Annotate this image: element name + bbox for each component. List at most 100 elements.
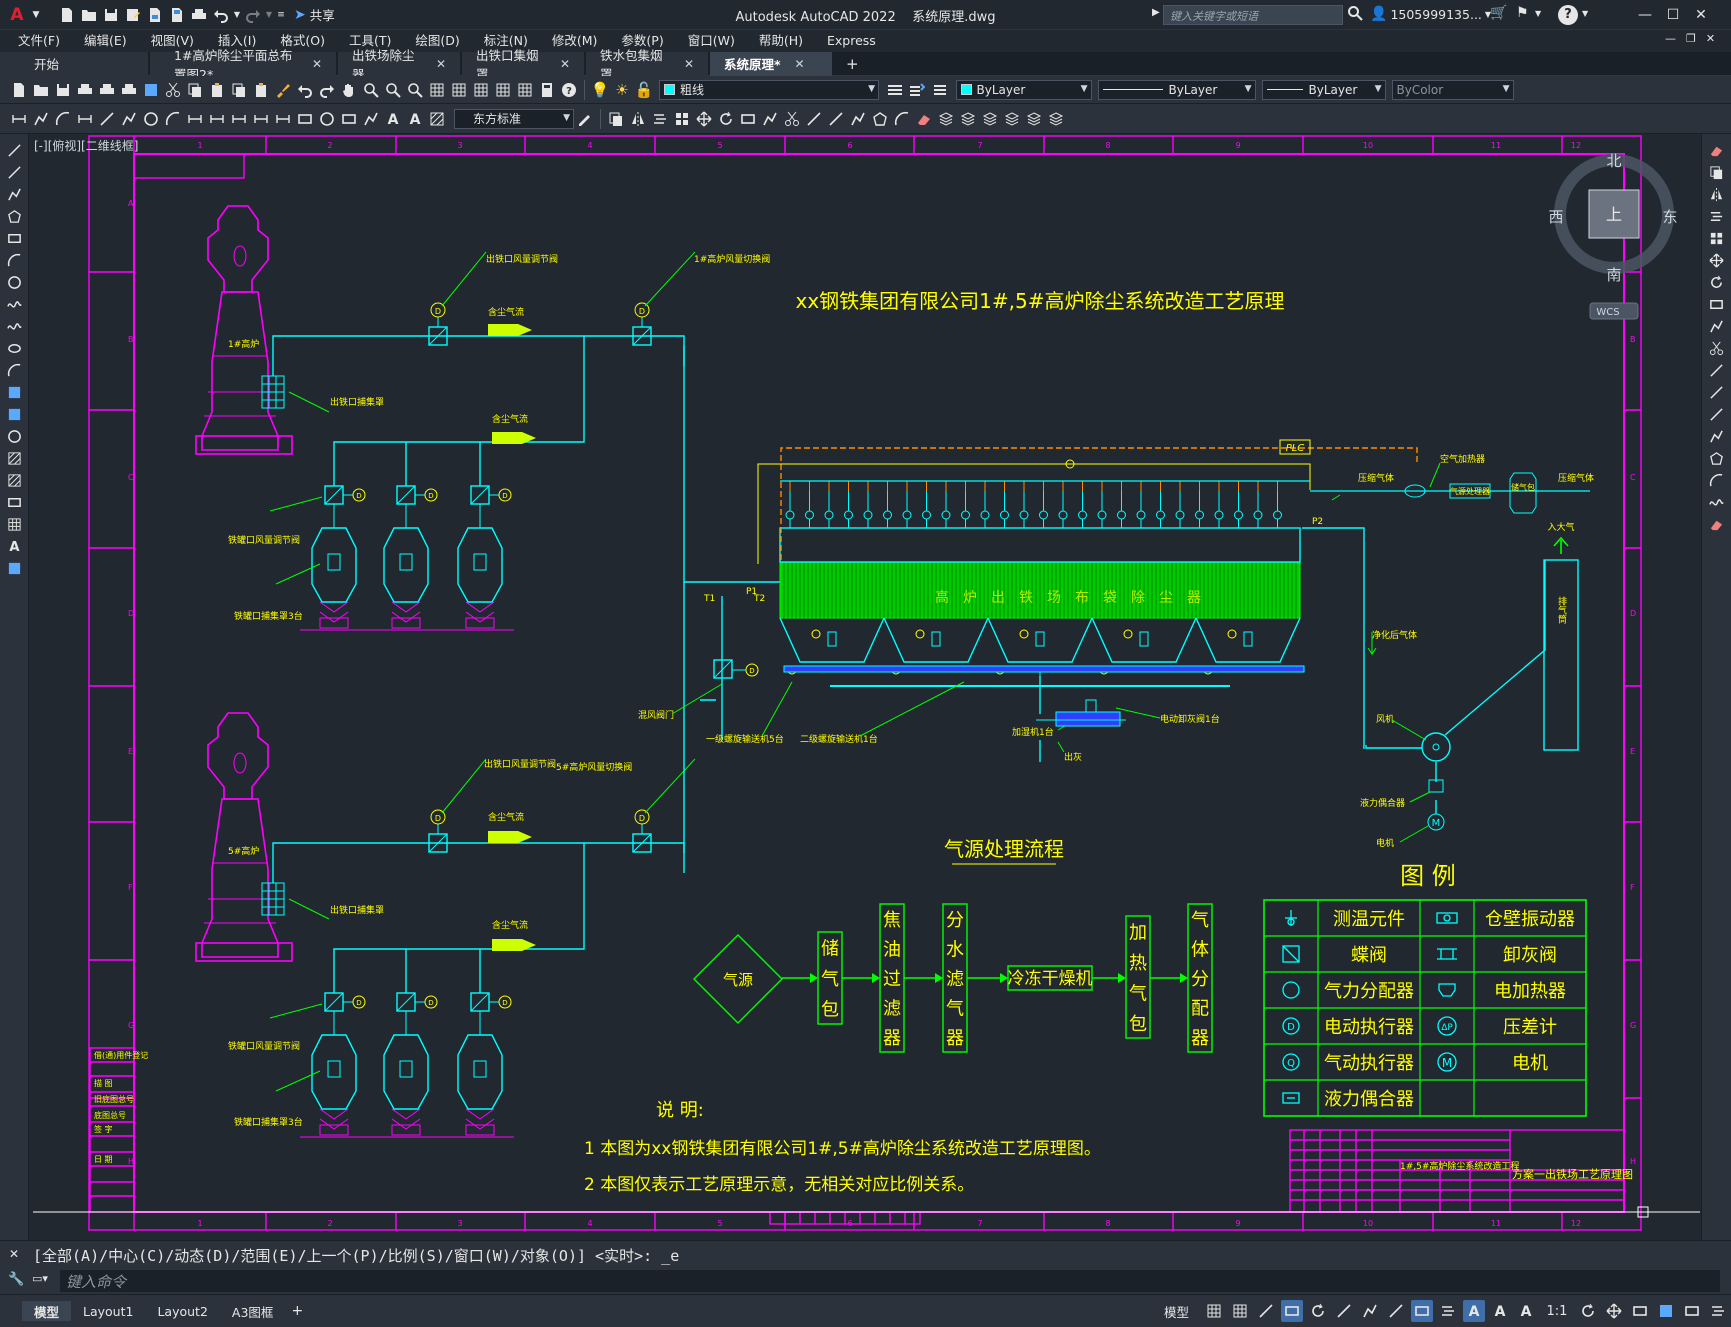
menu-tools[interactable]: 工具(T) (348, 33, 392, 48)
fillet-obj-icon[interactable] (893, 109, 912, 128)
layer-off-icon[interactable] (959, 109, 978, 128)
redo-dropdown-icon[interactable]: ▼ (265, 10, 273, 19)
tolerance-icon[interactable] (296, 109, 315, 128)
compass-west[interactable]: 西 (1548, 208, 1563, 226)
make-block-icon[interactable] (3, 404, 25, 424)
dim-jogged-icon[interactable] (120, 109, 139, 128)
menu-parameter[interactable]: 参数(P) (621, 33, 664, 48)
tab-close-icon[interactable]: ✕ (794, 56, 805, 71)
tab-file-4[interactable]: 铁水包集烟罩✕ (586, 48, 708, 82)
wcs-button[interactable] (1589, 302, 1639, 320)
save-web-icon[interactable] (166, 4, 188, 26)
break-r-icon[interactable] (1706, 404, 1728, 424)
customize-qa-icon[interactable]: ≡ (277, 9, 285, 20)
zoom-previous-icon[interactable] (406, 80, 425, 99)
menu-insert[interactable]: 插入(I) (217, 33, 257, 48)
close-icon[interactable]: ✕ (1695, 7, 1707, 23)
copy-icon[interactable] (186, 80, 205, 99)
region-icon[interactable] (3, 492, 25, 512)
viewcube-face[interactable] (1588, 189, 1640, 239)
wrench-icon[interactable]: 🔧 (8, 1272, 25, 1287)
layer-freeze-icon[interactable]: ☀ (615, 80, 629, 99)
erase-icon[interactable] (1706, 140, 1728, 160)
plot-icon[interactable] (188, 4, 210, 26)
fillet-r-icon[interactable] (1706, 470, 1728, 490)
otrack-toggle-icon[interactable] (1385, 1300, 1407, 1322)
dim-ordinate-icon[interactable] (76, 109, 95, 128)
doc-restore-icon[interactable]: ❐ (1686, 32, 1696, 45)
new-tab-icon[interactable]: + (846, 54, 859, 73)
maximize-icon[interactable]: ☐ (1666, 7, 1680, 23)
user-account[interactable]: 👤 1505999135... ▼ (1370, 6, 1491, 22)
hardware-accel-icon[interactable] (1655, 1300, 1677, 1322)
save-icon[interactable] (100, 4, 122, 26)
search-input[interactable]: 键入关键字或短语 (1163, 5, 1343, 25)
command-menu-icon[interactable]: ▭▾ (32, 1272, 48, 1285)
text-edit-icon[interactable] (576, 109, 595, 128)
table-icon[interactable] (3, 514, 25, 534)
tab-start[interactable]: 开始 (0, 51, 148, 76)
polar-toggle-icon[interactable] (1307, 1300, 1329, 1322)
menu-file[interactable]: 文件(F) (18, 33, 60, 48)
array-r-icon[interactable] (1706, 228, 1728, 248)
construction-line-icon[interactable] (3, 162, 25, 182)
tab-close-icon[interactable]: ✕ (683, 56, 694, 71)
grid-toggle-icon[interactable] (1203, 1300, 1225, 1322)
blend-curves-icon[interactable] (1706, 492, 1728, 512)
menu-format[interactable]: 格式(O) (280, 33, 325, 48)
mirror-obj-icon[interactable] (629, 109, 648, 128)
menu-window[interactable]: 窗口(W) (687, 33, 735, 48)
polyline-icon[interactable] (3, 184, 25, 204)
tab-file-2[interactable]: 出铁场除尘器✕ (338, 48, 460, 82)
explode-r-icon[interactable] (1706, 514, 1728, 534)
pan-icon[interactable] (340, 80, 359, 99)
menu-view[interactable]: 视图(V) (150, 33, 194, 48)
spline-icon[interactable] (3, 316, 25, 336)
menu-edit[interactable]: 编辑(E) (83, 33, 127, 48)
app-menu-chevron-icon[interactable]: ▼ (32, 9, 40, 20)
hatch-icon[interactable] (3, 448, 25, 468)
3d-dwf-icon[interactable] (142, 80, 161, 99)
customize-status-icon[interactable] (1707, 1300, 1729, 1322)
compass-south[interactable]: 南 (1606, 266, 1621, 284)
doc-close-icon[interactable]: ✕ (1705, 32, 1716, 45)
trim-obj-icon[interactable] (783, 109, 802, 128)
workspace-gear-icon[interactable] (1577, 1300, 1599, 1322)
layout-tab-1[interactable]: Layout1 (83, 1303, 134, 1319)
offset-obj-icon[interactable] (651, 109, 670, 128)
open-file-icon[interactable] (78, 4, 100, 26)
a360-icon[interactable]: ⚑ (1516, 5, 1529, 21)
arc-icon[interactable] (3, 250, 25, 270)
compass-east[interactable]: 东 (1662, 208, 1677, 226)
copy-r-icon[interactable] (1706, 162, 1728, 182)
layout-tab-2[interactable]: Layout2 (157, 1303, 208, 1319)
extend-obj-icon[interactable] (805, 109, 824, 128)
redo-icon[interactable] (242, 4, 264, 26)
quick-dim-icon[interactable] (186, 109, 205, 128)
drawing-canvas[interactable]: 112233445566778899101011111212AABBCCDDEE… (29, 134, 1701, 1240)
share-button[interactable]: ➤ 共享 (294, 5, 335, 24)
inspect-icon[interactable] (340, 109, 359, 128)
viewport-label[interactable]: [-][俯视][二维线框] (34, 139, 139, 153)
dim-aligned-icon[interactable] (32, 109, 51, 128)
trim-r-icon[interactable] (1706, 338, 1728, 358)
viewcube[interactable]: 上 北 南 东 西 WCS (1548, 152, 1678, 320)
polygon-icon[interactable] (3, 206, 25, 226)
open-web-icon[interactable] (144, 4, 166, 26)
dim-edit-icon[interactable]: A (384, 109, 403, 128)
layer-walk-icon[interactable] (981, 109, 1000, 128)
model-space-button[interactable]: 模型 (1163, 1304, 1189, 1320)
chamfer-obj-icon[interactable] (871, 109, 890, 128)
redo-icon[interactable] (318, 80, 337, 99)
search-expand-icon[interactable]: ▶ (1152, 7, 1160, 18)
command-input[interactable]: 键入命令 (60, 1270, 1720, 1292)
dim-update-icon[interactable] (428, 109, 447, 128)
lineweight-toggle-icon[interactable] (1437, 1300, 1459, 1322)
publish-icon[interactable] (120, 80, 139, 99)
mtext-icon[interactable]: A (3, 536, 25, 556)
layout-tab-a3[interactable]: A3图框 (231, 1304, 274, 1320)
jogged-linear-icon[interactable] (362, 109, 381, 128)
plot-preview-icon[interactable] (98, 80, 117, 99)
help-icon[interactable]: ? (1558, 5, 1578, 25)
auto-scale-icon[interactable]: A (1489, 1300, 1511, 1322)
